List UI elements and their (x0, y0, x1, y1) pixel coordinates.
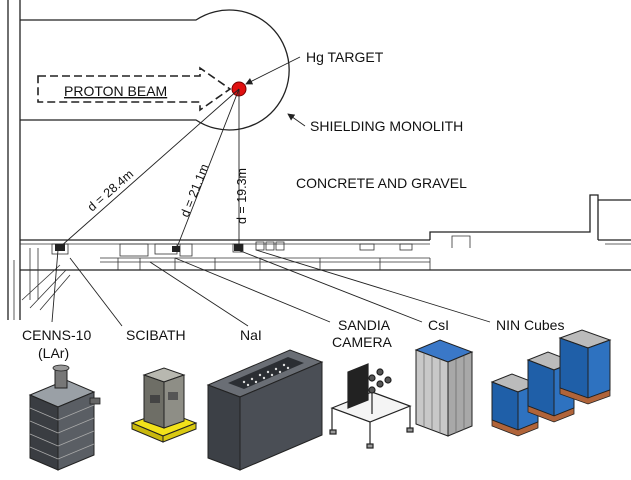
hg-target-label: Hg TARGET (306, 49, 384, 65)
cenns-label: CENNS-10 (22, 327, 91, 343)
nin-cubes-illustration (490, 329, 612, 437)
proton-beam-label: PROTON BEAM (64, 83, 167, 99)
cenns-sublabel: (LAr) (38, 345, 69, 361)
distance-label-nai: d = 21.1m (178, 162, 212, 219)
detector-leaders (51, 249, 491, 327)
distance-lines (59, 88, 240, 251)
sandia-camera-illustration (329, 363, 414, 449)
cenns-location-marker (55, 244, 65, 251)
csi-label: CsI (428, 317, 449, 333)
proton-beam-arrow (37, 66, 232, 112)
concrete-gravel-label: CONCRETE AND GRAVEL (296, 175, 467, 191)
cenns-detector-illustration (28, 364, 101, 471)
sandia-label-line2: CAMERA (332, 334, 393, 350)
nai-label: NaI (240, 327, 262, 343)
csi-detector-illustration (414, 339, 474, 437)
shielding-monolith-label: SHIELDING MONOLITH (310, 118, 463, 134)
scibath-label: SCIBATH (126, 327, 186, 343)
distance-label-cenns: d = 28.4m (85, 167, 136, 214)
building-outline (7, 0, 631, 320)
nai-location-marker (172, 246, 180, 252)
sandia-label-line1: SANDIA (338, 317, 391, 333)
distance-label-csi: d = 19.3m (235, 168, 249, 224)
nai-detector-illustration (206, 349, 324, 471)
csi-location-marker (234, 244, 243, 251)
nin-label: NIN Cubes (496, 317, 564, 333)
scibath-detector-illustration (130, 367, 198, 443)
